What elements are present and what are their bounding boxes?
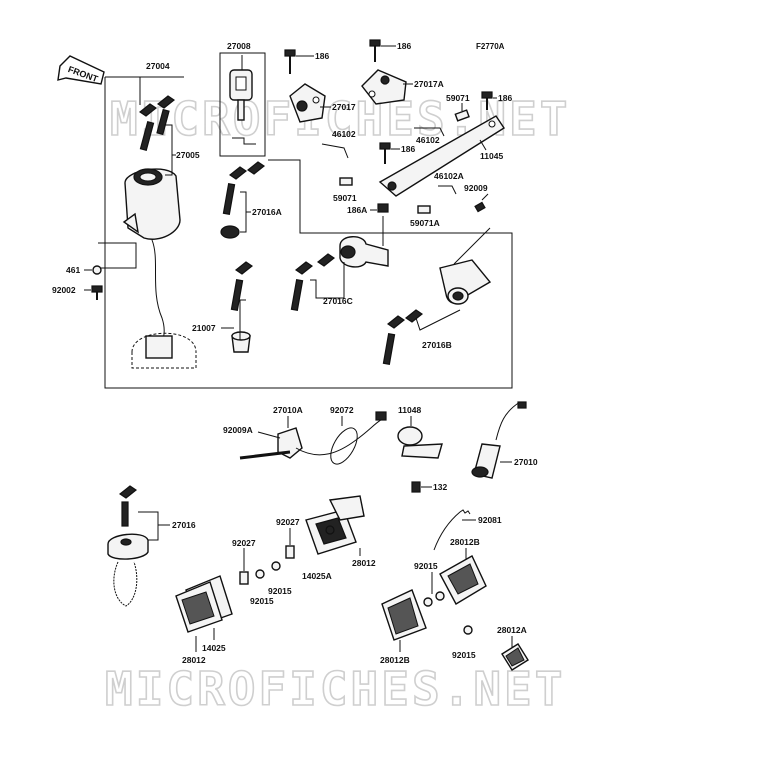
part-27010A: 27010A (273, 405, 303, 415)
bracket-27017-icon (289, 83, 326, 123)
part-59071-a: 59071 (446, 93, 470, 103)
part-461: 461 (66, 265, 80, 275)
part-92081: 92081 (478, 515, 502, 525)
part-27017: 27017 (332, 102, 356, 112)
stay-11045-icon (378, 115, 505, 197)
lock-27016-icon (107, 485, 149, 607)
bracket-27017a-icon (361, 69, 407, 105)
part-11048: 11048 (398, 405, 421, 415)
key-blank-box (219, 52, 266, 157)
switch-27010-icon (471, 401, 527, 479)
part-92015-d: 92015 (452, 650, 476, 660)
part-27017A: 27017A (414, 79, 444, 89)
nut-92015-icon (423, 597, 433, 607)
washer-461-icon (92, 265, 102, 275)
part-92015-a: 92015 (268, 586, 292, 596)
part-27008: 27008 (227, 41, 251, 51)
part-11045: 11045 (480, 151, 503, 161)
reflector-14025a-icon (305, 495, 365, 555)
part-132: 132 (433, 482, 447, 492)
part-21007: 21007 (192, 323, 216, 333)
part-28012B: 28012B (450, 537, 480, 547)
bolt-186-icon (379, 142, 391, 164)
part-46102-b: 46102 (416, 135, 440, 145)
clamp-46102-icon (414, 127, 445, 137)
part-27010: 27010 (514, 457, 538, 467)
part-46102-a: 46102 (332, 129, 356, 139)
part-92002: 92002 (52, 285, 76, 295)
ignition-switch-icon (122, 168, 197, 369)
part-92072: 92072 (330, 405, 354, 415)
screw-92009-icon (474, 201, 486, 213)
nut-92015-icon (271, 561, 281, 571)
part-92015-c: 92015 (414, 561, 438, 571)
part-186A: 186A (347, 205, 367, 215)
part-27016: 27016 (172, 520, 196, 530)
part-27016C: 27016C (323, 296, 353, 306)
clip-59071-icon (454, 109, 470, 122)
bolt-186-icon (369, 39, 381, 62)
clamp-46102-icon (321, 143, 349, 159)
part-186-c: 186 (498, 93, 512, 103)
part-14025A: 14025A (302, 571, 332, 581)
lock-housing-icon (339, 236, 389, 268)
clamp-11048-icon (397, 426, 443, 459)
spring-92081-icon (433, 509, 471, 551)
part-92027-a: 92027 (276, 517, 300, 527)
part-28012-b: 28012 (182, 655, 206, 665)
key-27016a-icon (220, 161, 266, 239)
part-92009A: 92009A (223, 425, 253, 435)
key-27016c-icon (230, 253, 336, 311)
bolt-132-icon (411, 481, 421, 493)
reflector-28012a-icon (501, 643, 529, 671)
part-14025: 14025 (202, 643, 226, 653)
part-28012B-b: 28012B (380, 655, 410, 665)
part-92027-b: 92027 (232, 538, 256, 548)
part-59071A: 59071A (410, 218, 440, 228)
clip-59071-icon (339, 177, 353, 186)
part-92015-b: 92015 (250, 596, 274, 606)
part-46102A: 46102A (434, 171, 464, 181)
part-28012-a: 28012 (352, 558, 376, 568)
key-27005-icon (138, 95, 176, 152)
part-27016A: 27016A (252, 207, 282, 217)
bolt-92002-icon (91, 285, 103, 293)
part-186-b: 186 (397, 41, 411, 51)
nut-92015-icon (435, 591, 445, 601)
part-27004: 27004 (146, 61, 170, 71)
part-186-a: 186 (315, 51, 329, 61)
switch-27010a-icon (239, 411, 387, 465)
figure-code: F2770A (476, 42, 505, 51)
cap-21007-icon (231, 331, 251, 353)
part-28012A: 28012A (497, 625, 527, 635)
part-27005: 27005 (176, 150, 200, 160)
bolt-186-icon (284, 49, 296, 74)
clip-59071a-icon (417, 205, 431, 214)
front-arrow-icon: FRONT (57, 55, 105, 85)
key-blank-27008-icon (229, 69, 256, 145)
part-92009: 92009 (464, 183, 488, 193)
reflector-28012b-icon (381, 589, 427, 641)
key-27016b-icon (382, 309, 424, 365)
reflector-28012b-icon (439, 555, 487, 605)
spacer-92027-icon (285, 545, 295, 559)
part-27016B: 27016B (422, 340, 452, 350)
part-59071-b: 59071 (333, 193, 357, 203)
clamp-46102a-icon (438, 185, 457, 195)
watermark-bottom: MICROFICHES.NET (105, 662, 565, 716)
bolt-186-icon (481, 91, 493, 110)
nut-92015-icon (463, 625, 473, 635)
reflector-14025-icon (175, 575, 233, 633)
part-186-d: 186 (401, 144, 415, 154)
assembly-frame (104, 77, 513, 389)
lock-27016b-icon (439, 259, 492, 305)
bolt-186a-icon (377, 203, 389, 213)
nut-92015-icon (255, 569, 265, 579)
spacer-92027-icon (239, 571, 249, 585)
